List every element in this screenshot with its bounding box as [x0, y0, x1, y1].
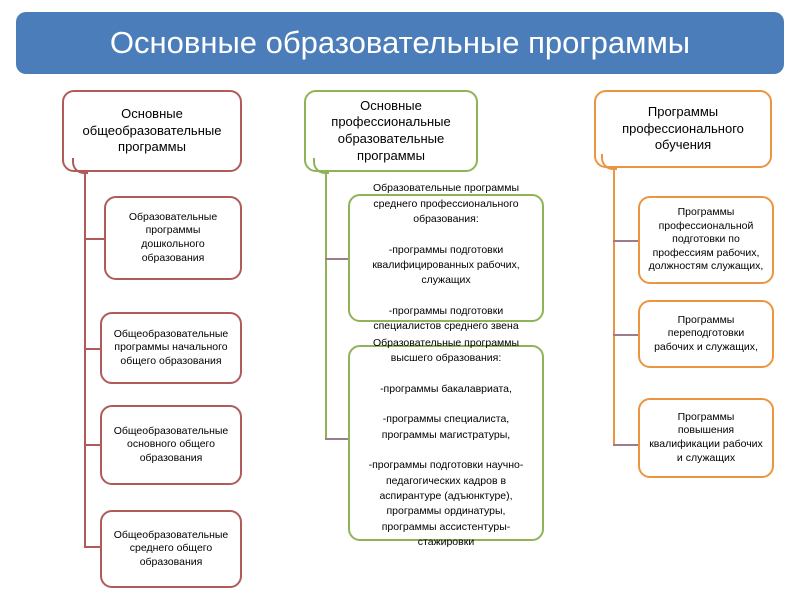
column-1-stub-3: [84, 444, 106, 446]
column-1-node-4-text: Общеобразовательные среднего общего обра…: [113, 528, 229, 568]
column-3-header[interactable]: Программы профессионального обучения: [594, 90, 772, 168]
column-1-node-2[interactable]: Общеобразовательные программы начального…: [100, 312, 242, 384]
column-3-node-3-text: Программы повышения квалификации рабочих…: [649, 410, 763, 464]
column-1-node-3-text: Общеобразовательные основного общего обр…: [113, 424, 229, 464]
column-3-trunk-elbow: [601, 154, 617, 170]
column-3-node-1[interactable]: Программы профессиональной подготовки по…: [638, 196, 774, 284]
column-1-header-text: Основные общеобразовательные программы: [82, 106, 222, 155]
column-1-header[interactable]: Основные общеобразовательные программы: [62, 90, 242, 172]
column-2-node-1-text: Образовательные программы среднего профе…: [372, 182, 520, 333]
column-2-stub-2: [325, 438, 350, 440]
column-2-node-2-text: Образовательные программы высшего образо…: [368, 336, 524, 548]
column-2-trunk: [325, 172, 327, 440]
column-3-node-2-text: Программы переподготовки рабочих и служа…: [654, 313, 758, 353]
column-1-stub-2: [84, 348, 106, 350]
column-2-trunk-elbow: [313, 158, 329, 174]
column-1-node-3[interactable]: Общеобразовательные основного общего обр…: [100, 405, 242, 485]
column-3-stub-1: [613, 240, 640, 242]
column-3-node-2[interactable]: Программы переподготовки рабочих и служа…: [638, 300, 774, 368]
page-title-text: Основные образовательные программы: [109, 24, 691, 60]
column-1-trunk: [84, 172, 86, 547]
column-1-trunk-elbow: [72, 158, 88, 174]
column-1-stub-4: [84, 546, 106, 548]
column-3-stub-2: [613, 334, 640, 336]
page-title: Основные образовательные программы: [16, 12, 784, 74]
column-2-header[interactable]: Основные профессиональные образовательны…: [304, 90, 478, 172]
column-3-header-text: Программы профессионального обучения: [622, 104, 744, 153]
column-1-node-2-text: Общеобразовательные программы начального…: [113, 327, 229, 367]
column-3-node-3[interactable]: Программы повышения квалификации рабочих…: [638, 398, 774, 478]
column-2-node-1[interactable]: Образовательные программы среднего профе…: [348, 182, 544, 332]
column-1-node-4[interactable]: Общеобразовательные среднего общего обра…: [100, 510, 242, 588]
column-1-node-1-text: Образовательные программы дошкольного об…: [128, 210, 218, 264]
column-2-header-text: Основные профессиональные образовательны…: [331, 97, 451, 163]
column-3-node-1-text: Программы профессиональной подготовки по…: [648, 205, 764, 273]
column-3-stub-3: [613, 444, 640, 446]
column-3-trunk: [613, 168, 615, 446]
column-2-stub-1: [325, 258, 350, 260]
column-2-node-2[interactable]: Образовательные программы высшего образо…: [348, 337, 544, 548]
column-1-stub-1: [84, 238, 106, 240]
column-1-node-1[interactable]: Образовательные программы дошкольного об…: [104, 196, 242, 280]
